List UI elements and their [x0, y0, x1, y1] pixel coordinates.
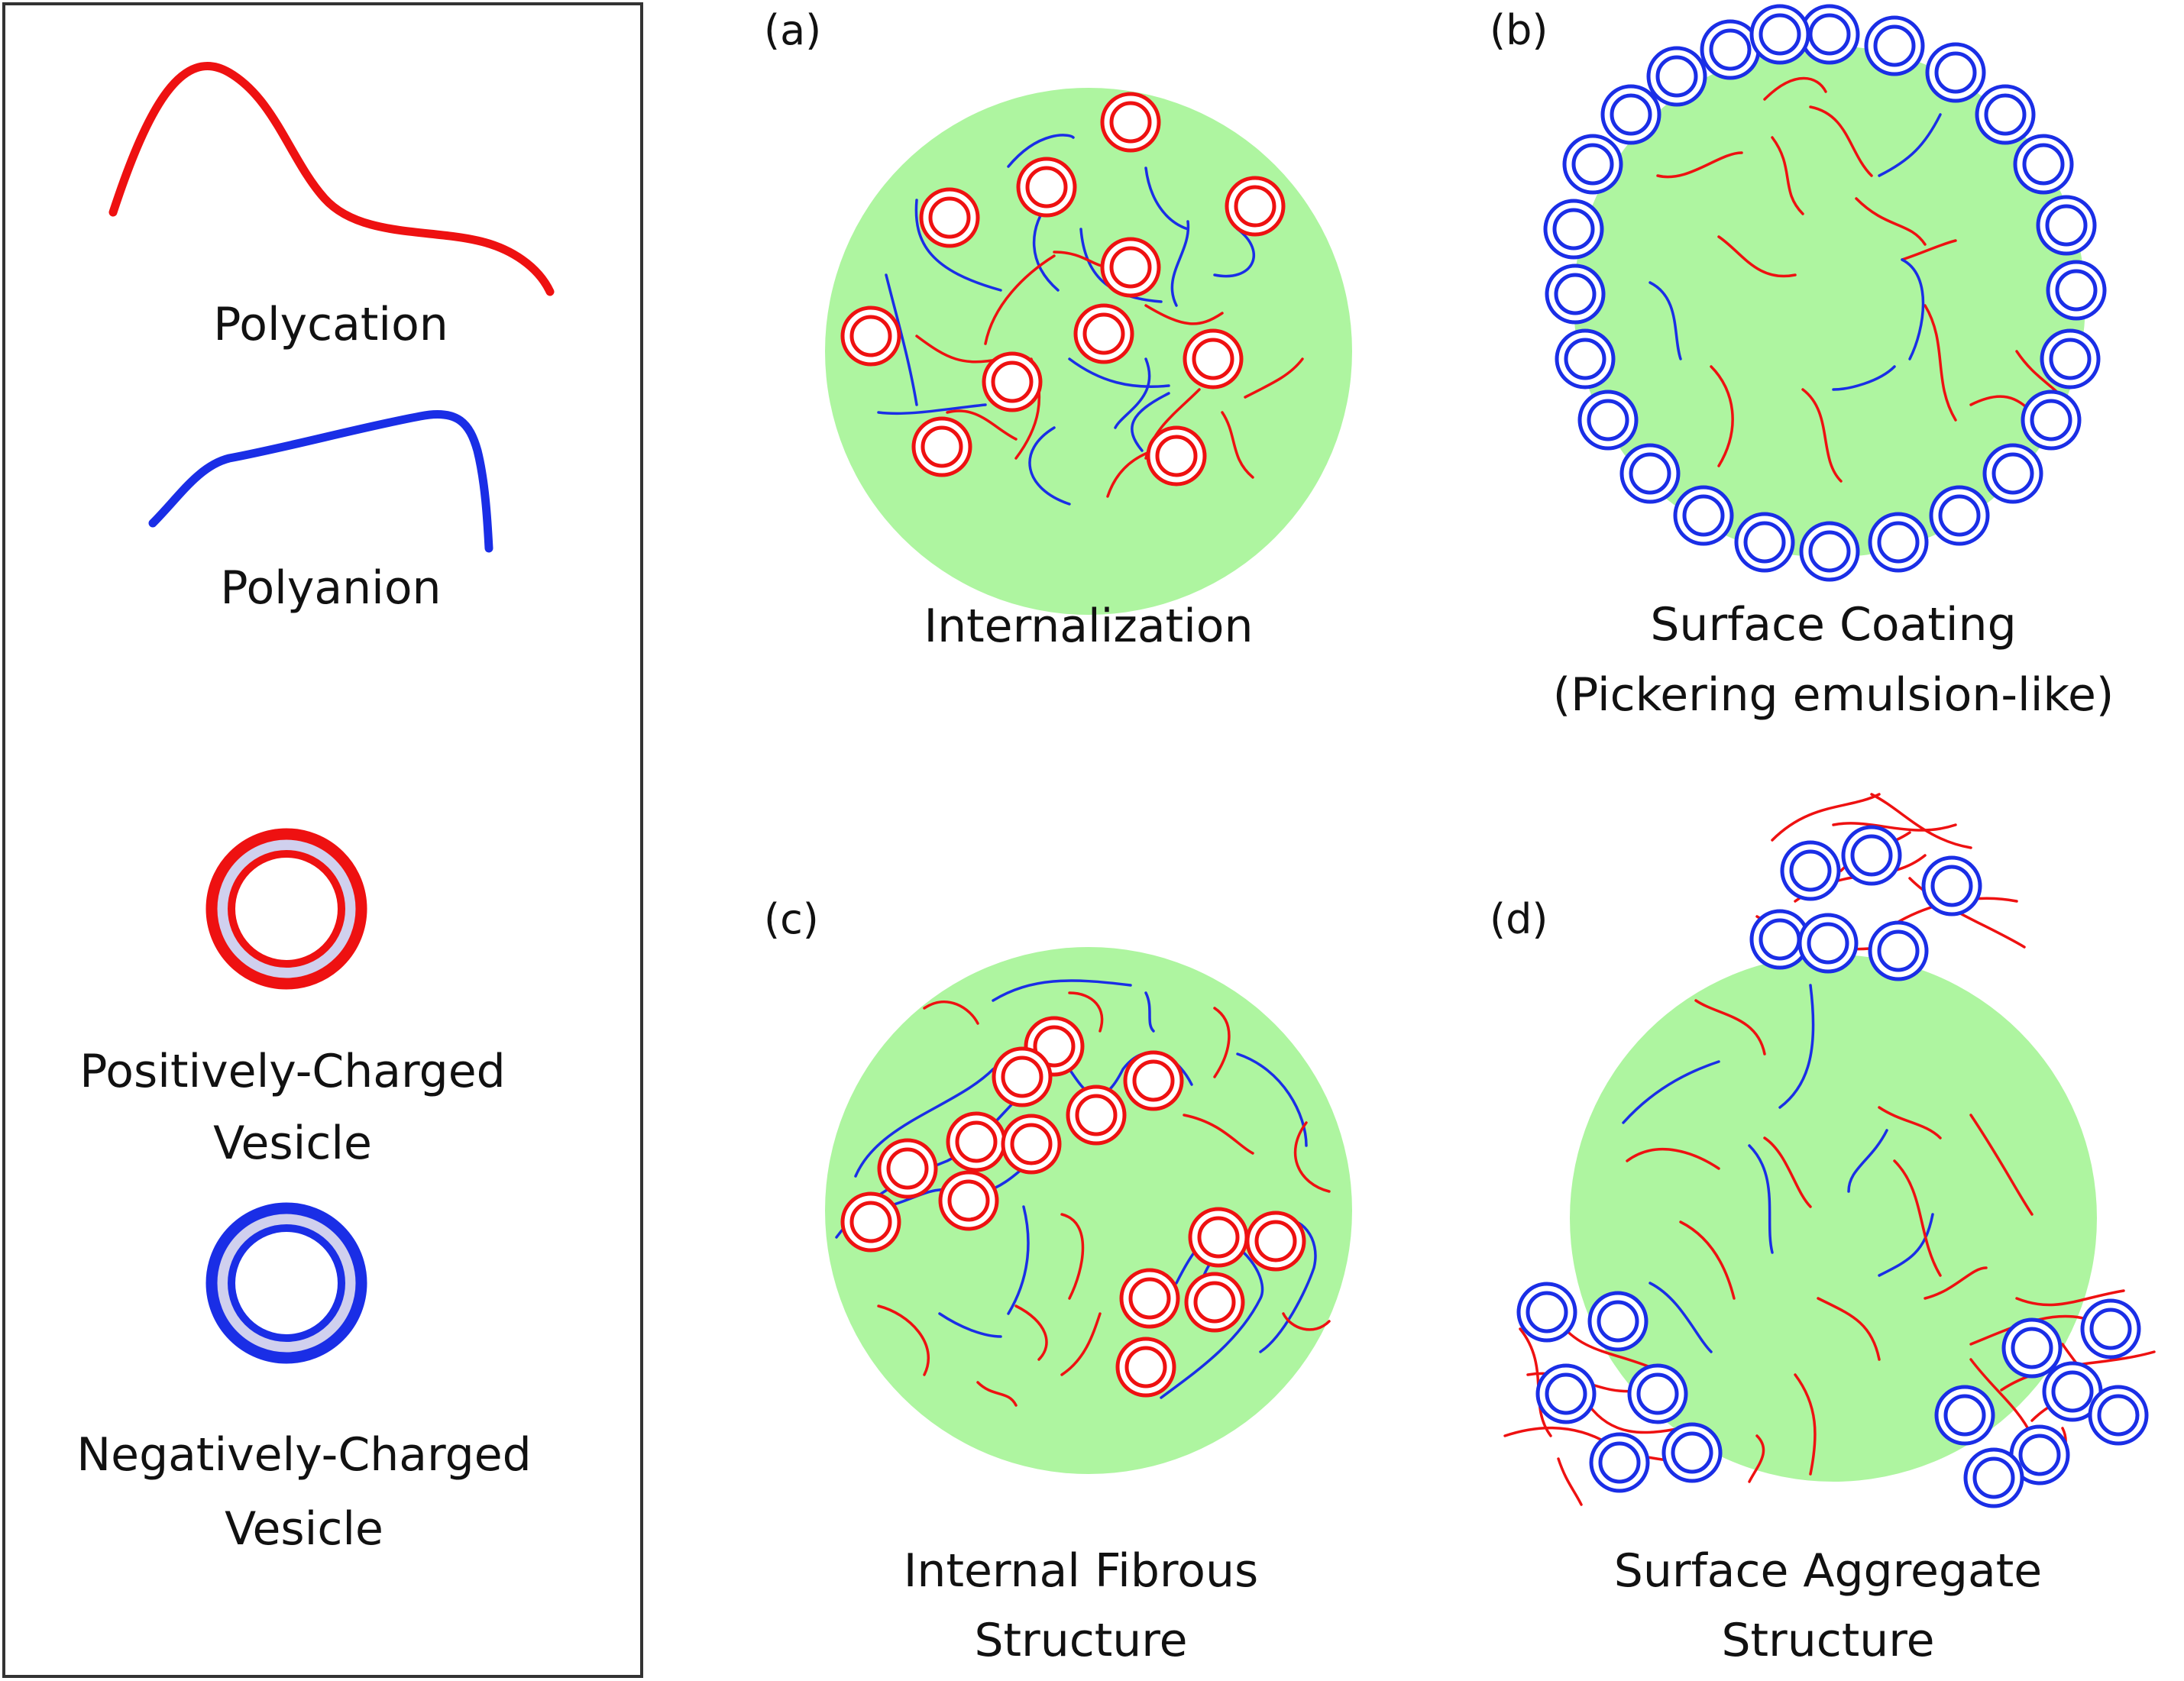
panel-a: (a) [764, 6, 1352, 653]
panel-c-polycations [877, 991, 1331, 1407]
panel-c-caption: Internal Fibrous [904, 1544, 1259, 1598]
positive-vesicle-label-line2: Vesicle [213, 1117, 372, 1170]
panel-d-polyanions [1622, 984, 1934, 1353]
panel-d-letter: (d) [1490, 895, 1548, 943]
negative-vesicle-label: Negatively-Charged [76, 1428, 531, 1482]
panel-c: (c) [764, 895, 1352, 1667]
panel-b-letter: (b) [1490, 6, 1548, 54]
panel-a-caption: Internalization [924, 600, 1253, 653]
positive-vesicle-label: Positively-Charged [79, 1045, 505, 1098]
panel-d-cluster-top [1752, 793, 2026, 979]
panel-d-cluster-bottom-right [1936, 1289, 2156, 1506]
negative-vesicle-legend-icon [205, 1202, 367, 1364]
panel-d-cluster-bottom-left [1503, 1284, 1720, 1506]
panel-a-polyanions [877, 134, 1255, 506]
polyanion-label: Polyanion [220, 561, 441, 615]
panel-b-polyanions [1649, 113, 1942, 391]
panel-c-droplet [825, 947, 1352, 1474]
panel-a-letter: (a) [764, 6, 821, 54]
panel-d-caption: Surface Aggregate [1614, 1544, 2042, 1598]
panel-d-caption-line2: Structure [1721, 1614, 1934, 1667]
polyanion-legend-strand [148, 409, 493, 553]
panel-b-droplet [1574, 46, 2085, 558]
panel-b: (b) [1490, 6, 2114, 722]
panel-b-caption: Surface Coating [1650, 598, 2016, 651]
panel-d-polycations [1626, 999, 2034, 1483]
panel-c-caption-line2: Structure [974, 1614, 1187, 1667]
negative-vesicle-label-line2: Vesicle [225, 1502, 383, 1556]
polycation-legend-strand [108, 61, 555, 296]
legend-panel: Polycation Polyanion Positively-Charged … [2, 2, 643, 1678]
panel-c-letter: (c) [764, 895, 819, 943]
panel-d-droplet [1570, 955, 2097, 1482]
panel-b-caption-line2: (Pickering emulsion-like) [1553, 668, 2114, 722]
panel-d: (d) [1490, 793, 2156, 1667]
polycation-label: Polycation [213, 298, 448, 351]
positive-vesicle-legend-icon [205, 828, 367, 990]
